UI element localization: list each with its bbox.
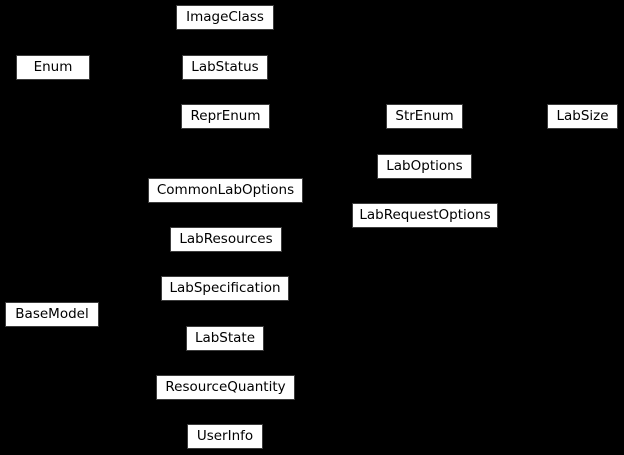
node-enum[interactable]: Enum (16, 55, 90, 80)
node-labstatus[interactable]: LabStatus (182, 55, 268, 80)
node-labstate[interactable]: LabState (186, 326, 264, 351)
node-labrequestoptions[interactable]: LabRequestOptions (352, 203, 498, 228)
node-labresources[interactable]: LabResources (170, 227, 282, 252)
node-commonlaboptions[interactable]: CommonLabOptions (148, 178, 303, 203)
node-labspecification[interactable]: LabSpecification (161, 276, 289, 301)
node-userinfo[interactable]: UserInfo (187, 424, 263, 449)
node-strenum[interactable]: StrEnum (386, 104, 463, 129)
node-imageclass[interactable]: ImageClass (176, 5, 274, 30)
node-resourcequantity[interactable]: ResourceQuantity (156, 375, 295, 400)
node-laboptions[interactable]: LabOptions (377, 154, 472, 179)
node-reprenum[interactable]: ReprEnum (181, 104, 270, 129)
node-labsize[interactable]: LabSize (547, 104, 618, 129)
node-basemodel[interactable]: BaseModel (5, 302, 99, 327)
